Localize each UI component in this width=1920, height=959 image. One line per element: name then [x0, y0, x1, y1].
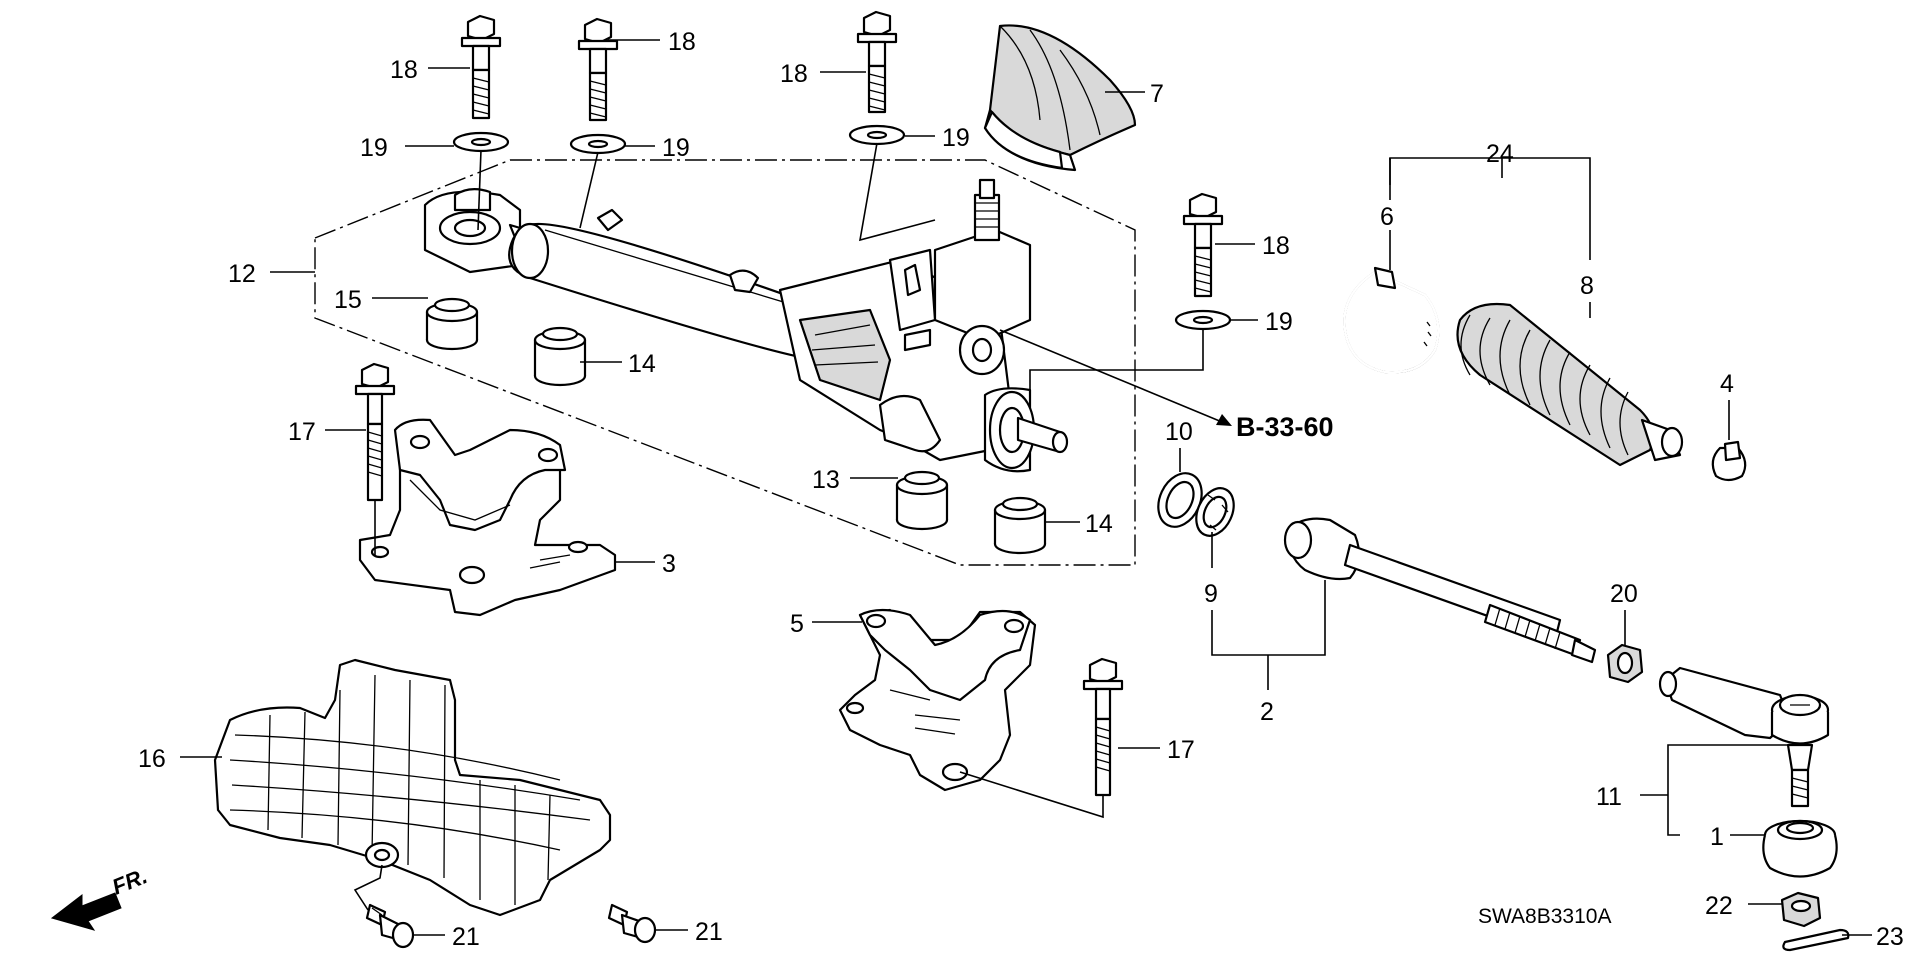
- label-24: 24: [1486, 140, 1514, 168]
- lock-nut-20: [1606, 643, 1644, 684]
- label-1: 1: [1710, 823, 1724, 851]
- label-13: 13: [812, 466, 840, 494]
- assembly-12-outline: [314, 159, 1136, 566]
- front-arrow-icon: [50, 892, 122, 931]
- bushing-13: [895, 470, 949, 531]
- bracket-3: [358, 418, 617, 617]
- bolt-17-b: [1082, 657, 1124, 797]
- label-7: 7: [1150, 80, 1164, 108]
- bolt-18-d: [1182, 192, 1224, 298]
- label-4: 4: [1720, 370, 1734, 398]
- heat-shield-16: [213, 658, 612, 917]
- washer-19-c: [848, 124, 906, 146]
- washer-19-d: [1174, 309, 1232, 331]
- label-22: 22: [1705, 892, 1733, 920]
- label-8: 8: [1580, 272, 1594, 300]
- label-16: 16: [138, 745, 166, 773]
- label-19-c: 19: [942, 124, 970, 152]
- boot-band-6: [1343, 266, 1440, 374]
- label-15: 15: [334, 286, 362, 314]
- band-clip-4: [1711, 440, 1747, 482]
- o-ring-10: [1157, 472, 1203, 528]
- tie-rod-end-11: [1658, 666, 1830, 808]
- bushing-15: [425, 297, 479, 351]
- bolt-18-b: [577, 17, 619, 122]
- boot-7: [983, 24, 1137, 172]
- bracket-5: [838, 608, 1037, 792]
- dust-seal-1: [1762, 819, 1838, 878]
- bolt-21-b: [607, 903, 657, 944]
- label-19-a: 19: [360, 134, 388, 162]
- bolt-18-a: [460, 14, 502, 120]
- diagram-code: SWA8B3310A: [1478, 905, 1611, 928]
- bolt-17-a: [354, 362, 396, 502]
- label-14-b: 14: [1085, 510, 1113, 538]
- label-9: 9: [1204, 580, 1218, 608]
- label-3: 3: [662, 550, 676, 578]
- label-10: 10: [1165, 418, 1193, 446]
- leader-lines: [180, 39, 1872, 936]
- label-11: 11: [1596, 783, 1622, 811]
- washer-19-b: [569, 133, 627, 155]
- bolt-21-a: [365, 903, 415, 949]
- label-17-b: 17: [1167, 736, 1195, 764]
- steering-gearbox-12: [423, 167, 1069, 473]
- label-18-b: 18: [668, 28, 696, 56]
- label-18-d: 18: [1262, 232, 1290, 260]
- label-2: 2: [1260, 698, 1274, 726]
- label-23: 23: [1876, 923, 1904, 951]
- cotter-pin-23: [1782, 928, 1850, 952]
- label-5: 5: [790, 610, 804, 638]
- washer-19-a: [452, 131, 510, 153]
- label-19-d: 19: [1265, 308, 1293, 336]
- tie-rod-2: [1283, 517, 1597, 664]
- label-19-b: 19: [662, 134, 690, 162]
- reference-label: B-33-60: [1236, 412, 1334, 442]
- label-14-a: 14: [628, 350, 656, 378]
- bolt-18-c: [856, 10, 898, 114]
- bushing-14-a: [533, 326, 587, 387]
- front-label: FR.: [109, 863, 151, 899]
- part-labels: 18 18 18 18 19 19 19 19 7 12 15 14 13 14…: [138, 28, 1904, 951]
- label-18-c: 18: [780, 60, 808, 88]
- bushing-14-b: [993, 496, 1047, 555]
- label-6: 6: [1380, 203, 1394, 231]
- label-20: 20: [1610, 580, 1638, 608]
- stop-ring-9: [1195, 487, 1235, 537]
- label-12: 12: [228, 260, 256, 288]
- label-17-a: 17: [288, 418, 316, 446]
- label-21-b: 21: [695, 918, 723, 946]
- castle-nut-22: [1780, 891, 1822, 928]
- label-18-a: 18: [390, 56, 418, 84]
- rack-end-boot-8: [1456, 302, 1684, 467]
- label-21-a: 21: [452, 923, 480, 951]
- front-direction-indicator: FR.: [50, 863, 151, 931]
